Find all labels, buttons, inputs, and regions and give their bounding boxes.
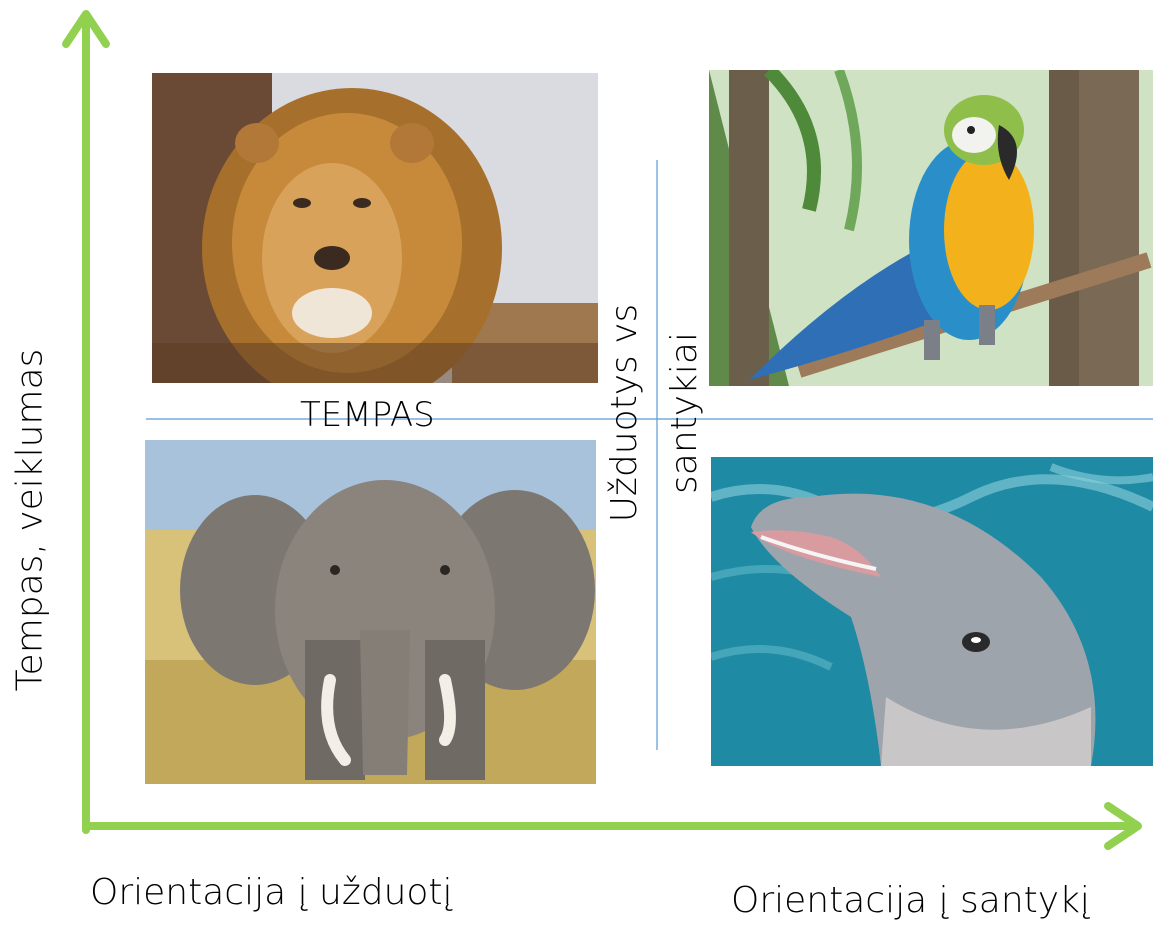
- lion-image: [152, 73, 598, 383]
- elephant-image: [145, 440, 596, 784]
- x-axis-arrow: [82, 802, 1142, 850]
- x-axis-label-task: Orientacija į užduotį: [90, 872, 453, 913]
- center-label-line2: santykiai: [664, 332, 705, 494]
- parrot-image: [709, 70, 1153, 386]
- y-axis-label: Tempas, veiklumas: [9, 348, 51, 692]
- center-label-line1: Užduotys vs: [604, 303, 645, 523]
- x-axis-label-relationship: Orientacija į santykį: [731, 880, 1090, 921]
- dolphin-image: [711, 457, 1153, 766]
- tempas-label: TEMPAS: [300, 395, 435, 435]
- center-label: Užduotys vs santykiai: [595, 304, 715, 523]
- y-axis-arrow: [62, 10, 110, 834]
